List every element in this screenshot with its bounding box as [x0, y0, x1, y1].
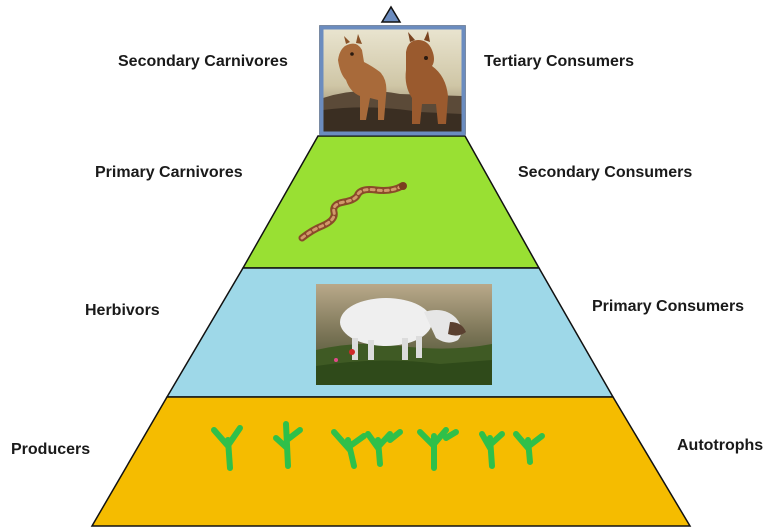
level-4-right-label: Tertiary Consumers [484, 53, 634, 70]
level-4-left-label: Secondary Carnivores [118, 53, 288, 70]
snake-illustration [298, 182, 407, 242]
green-plants-icons [211, 421, 545, 471]
level-3-left-label: Primary Carnivores [95, 164, 243, 181]
tier-producers [90, 396, 692, 527]
level-2-left-label: Herbivors [85, 302, 160, 319]
two-dogs-photo [319, 25, 466, 136]
tier-secondary-consumers [241, 135, 541, 269]
level-3-right-label: Secondary Consumers [518, 164, 693, 181]
level-1-left-label: Producers [11, 441, 91, 458]
level-2-right-label: Primary Consumers [592, 298, 745, 315]
pyramid-apex [380, 5, 402, 23]
goat-photo [316, 284, 492, 385]
level-1-right-label: Autotrophs [677, 437, 764, 454]
